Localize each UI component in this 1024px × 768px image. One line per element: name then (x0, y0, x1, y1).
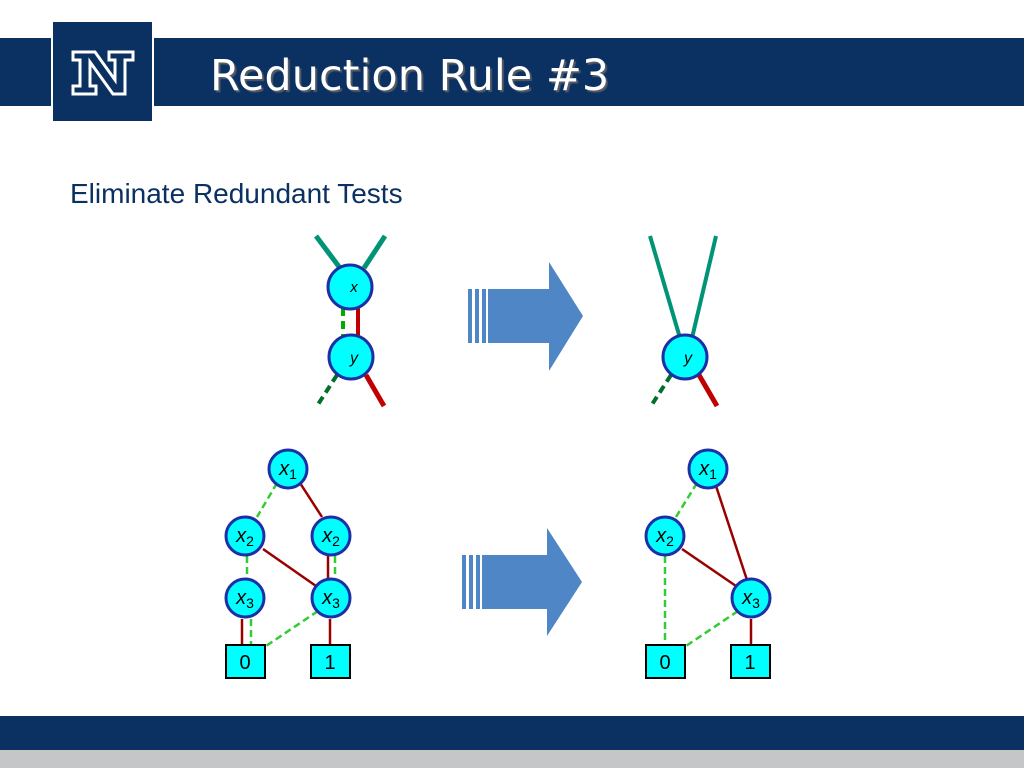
incoming-edge (648, 235, 682, 339)
node-x1: x1 (687, 448, 729, 490)
incoming-edge (314, 234, 342, 270)
terminal-1: 1 (310, 644, 351, 679)
terminal-0: 0 (225, 644, 266, 679)
high-edge (681, 547, 737, 588)
transform-arrow-icon (462, 528, 582, 636)
high-edge (363, 373, 387, 408)
low-edge (649, 373, 673, 408)
svg-text:x2: x2 (321, 525, 340, 549)
low-edge (685, 609, 739, 648)
svg-text:x1: x1 (698, 458, 717, 482)
low-edge (315, 373, 339, 408)
low-edge (265, 609, 319, 648)
low-edge (674, 482, 699, 518)
svg-text:0: 0 (659, 652, 670, 674)
example-before-graph: x1 x2 x2 x3 x3 0 1 (224, 448, 352, 679)
node-x1: x1 (267, 448, 309, 490)
node-y-label: y (349, 350, 359, 367)
node-x3: x3 (730, 577, 772, 619)
incoming-edge (690, 235, 718, 339)
svg-text:x2: x2 (235, 525, 254, 549)
node-y: y (661, 333, 709, 381)
terminal-0: 0 (645, 644, 686, 679)
reduction-diagram: x y y (224, 234, 772, 679)
node-x-label: x (349, 279, 358, 296)
node-x3: x3 (310, 577, 352, 619)
node-x2: x2 (644, 515, 686, 557)
university-logo (51, 20, 154, 123)
slide-subtitle: Eliminate Redundant Tests (70, 178, 403, 209)
node-x3: x3 (224, 577, 266, 619)
example-after-graph: x1 x2 x3 0 1 (644, 448, 772, 679)
title-bar (0, 38, 1024, 106)
high-edge (298, 482, 324, 518)
svg-text:x3: x3 (235, 587, 254, 611)
top-before-graph: x y (314, 234, 388, 408)
node-x: x (326, 263, 374, 311)
footer-strip (0, 750, 1024, 768)
slide-title: Reduction Rule #3 (210, 51, 610, 101)
node-y-label: y (683, 350, 693, 367)
top-after-graph: y (648, 235, 720, 408)
svg-text:x3: x3 (321, 587, 340, 611)
terminal-1: 1 (730, 644, 771, 679)
n-logo-icon (71, 50, 135, 96)
high-edge (262, 547, 317, 588)
svg-text:0: 0 (239, 652, 250, 674)
high-edge (714, 485, 749, 581)
transform-arrow-icon (468, 262, 583, 371)
low-edge (255, 482, 279, 518)
high-edge (696, 373, 720, 408)
svg-text:x3: x3 (741, 587, 760, 611)
incoming-edge (361, 234, 388, 270)
node-x2: x2 (310, 515, 352, 557)
footer-bar (0, 716, 1024, 750)
svg-text:x2: x2 (655, 525, 674, 549)
node-x2: x2 (224, 515, 266, 557)
svg-text:1: 1 (744, 652, 755, 674)
node-y: y (327, 333, 375, 381)
svg-text:x1: x1 (278, 458, 297, 482)
svg-text:1: 1 (324, 652, 335, 674)
